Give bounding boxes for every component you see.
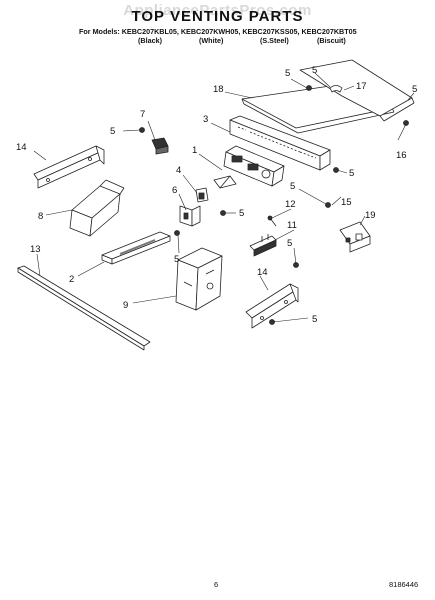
callout-12: 12 (285, 199, 296, 210)
color-black: (Black) (138, 36, 162, 45)
part-11-terminal-strip (249, 234, 277, 257)
part-19-bracket (339, 221, 371, 253)
part-9-housing (175, 247, 223, 311)
page-title: TOP VENTING PARTS (131, 8, 304, 25)
callout-5-f: 5 (412, 84, 417, 95)
models-line: For Models: KEBC207KBL05, KEBC207KWH05, … (79, 27, 357, 36)
callout-5-d: 5 (285, 68, 290, 79)
document-number: 8186446 (389, 580, 419, 589)
callout-16: 16 (396, 150, 407, 161)
callout-4: 4 (176, 165, 181, 176)
callout-6: 6 (172, 185, 177, 196)
callout-17: 17 (356, 81, 367, 92)
color-steel: (S.Steel) (260, 36, 289, 45)
callout-5-i: 5 (287, 238, 292, 249)
callout-7: 7 (140, 109, 145, 120)
callout-5-g: 5 (349, 168, 354, 179)
callout-9: 9 (123, 300, 128, 311)
callout-18: 18 (213, 84, 224, 95)
part-8-duct (69, 179, 125, 237)
callout-19: 19 (365, 210, 376, 221)
part-14-side-bracket-left (33, 145, 105, 189)
part-17-clip (329, 85, 343, 93)
part-4-relay (195, 187, 209, 203)
part-2-rail (101, 231, 171, 265)
part-7-switch (151, 137, 169, 155)
color-biscuit: (Biscuit) (317, 36, 346, 45)
part-3-vent-frame (229, 115, 331, 171)
part-14-side-bracket-right (245, 283, 299, 329)
callout-8: 8 (38, 211, 43, 222)
callout-5-h: 5 (290, 181, 295, 192)
callout-5-c: 5 (174, 254, 179, 265)
callout-5-a: 5 (110, 126, 115, 137)
callout-3: 3 (203, 114, 208, 125)
callout-1: 1 (192, 145, 197, 156)
callout-15: 15 (341, 197, 352, 208)
callout-5-e: 5 (312, 65, 317, 76)
page-number: 6 (214, 580, 219, 589)
leader-lines (33, 72, 415, 323)
part-6-bracket (179, 205, 201, 227)
part-1-blower-assembly (223, 145, 285, 187)
callout-14-b: 14 (257, 267, 268, 278)
callout-11: 11 (287, 220, 297, 231)
callout-14-a: 14 (16, 142, 27, 153)
part-13-strip (17, 265, 151, 351)
color-white: (White) (199, 36, 224, 45)
part-16-cover-plate (299, 59, 415, 122)
screw-icons (139, 85, 409, 325)
callout-5-j: 5 (312, 314, 317, 325)
callout-5-b: 5 (239, 208, 244, 219)
part-12-screw (267, 215, 277, 227)
callout-2: 2 (69, 274, 74, 285)
callout-13: 13 (30, 244, 41, 255)
part-1-connector (213, 175, 237, 189)
watermark: AppliancePartsPros.com (123, 2, 312, 19)
